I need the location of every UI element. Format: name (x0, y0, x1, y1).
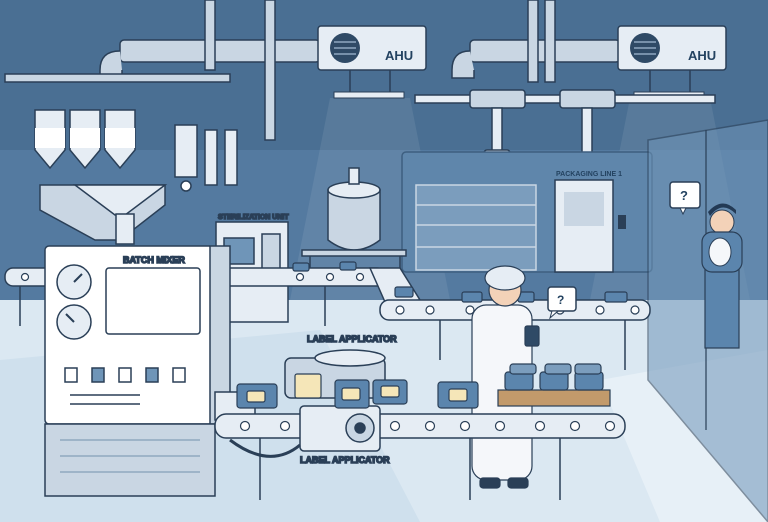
lower-conveyor-rollers (239, 420, 616, 432)
packaging-line-label: PACKAGING LINE 1 (556, 171, 622, 178)
filter-assembly (174, 124, 238, 192)
batch-mixer-label: BATCH MIXER (123, 255, 185, 265)
worker-bubble-text: ? (557, 293, 564, 307)
observer-bubble-text: ? (680, 188, 688, 203)
ahu-right-label: AHU (688, 48, 716, 63)
packaging-room: PACKAGING LINE 1 (401, 151, 653, 273)
labeled-cans (236, 373, 479, 409)
sterilization-unit-label: STERILIZATION UNIT (218, 214, 289, 221)
observer-person (701, 203, 743, 349)
batch-mixer: BATCH MIXER (44, 245, 231, 497)
ingredient-hoppers (4, 73, 231, 245)
ductwork (99, 0, 621, 141)
ahu-unit-left: AHU (317, 25, 427, 99)
observer-speech-bubble: ? (669, 181, 701, 216)
upper-conveyor-cans (292, 261, 628, 303)
kettle-tank (301, 167, 407, 285)
label-applicator-bottom-label: LABEL APPLICATOR (300, 455, 390, 465)
pressure-gauge-icon (180, 180, 192, 192)
worker-speech-bubble: ? (547, 286, 577, 320)
label-applicator-top-label: LABEL APPLICATOR (307, 334, 397, 344)
pallet-with-cans (497, 363, 611, 407)
tablet-icon (524, 325, 540, 347)
ahu-left-label: AHU (385, 48, 413, 63)
overhead-gantry (414, 89, 716, 109)
cat-icon (708, 237, 732, 267)
hose (229, 438, 301, 458)
mixer-display-screen (105, 267, 201, 335)
